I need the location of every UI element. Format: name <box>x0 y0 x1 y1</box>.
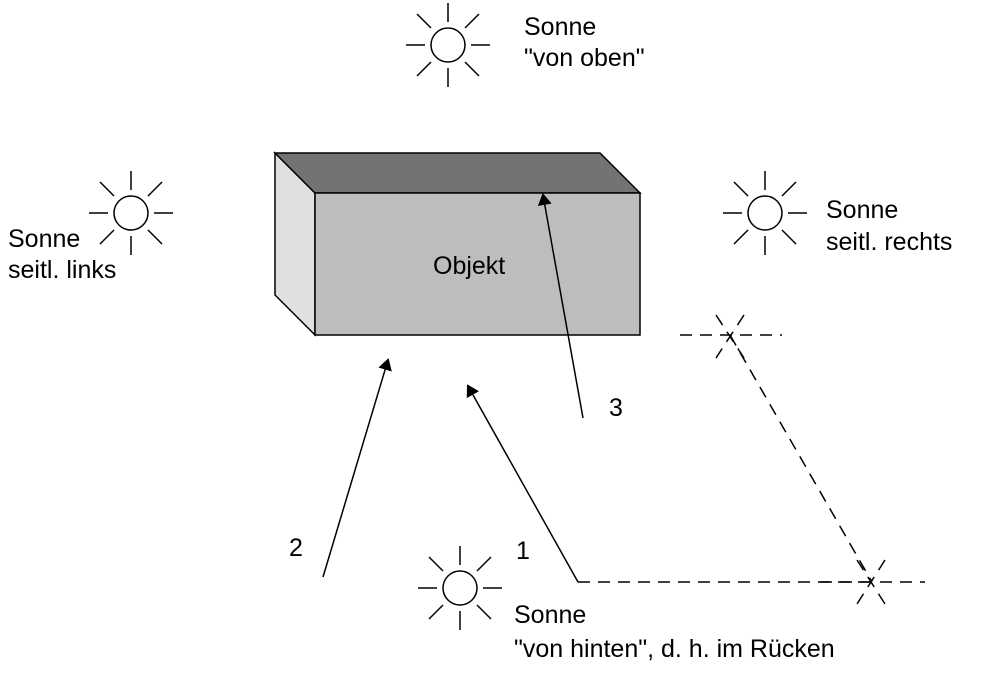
sun-right-label-2: seitl. rechts <box>826 228 953 256</box>
object-label: Objekt <box>433 252 506 280</box>
sun-left-label-2: seitl. links <box>8 256 117 284</box>
sun-top-icon <box>406 3 490 87</box>
arrow-3-label: 3 <box>609 394 623 422</box>
arrow-3 <box>537 193 584 419</box>
arrow-2-label: 2 <box>289 534 303 562</box>
dashed-path-diagonal <box>729 334 873 583</box>
sun-left-icon <box>89 171 173 255</box>
sun-top-label-1: Sonne <box>524 13 597 41</box>
arrow-1-label: 1 <box>516 537 530 565</box>
sun-right-label-1: Sonne <box>826 196 899 224</box>
sun-top-label-2: "von oben" <box>524 44 645 72</box>
dashed-sun-marker-lower <box>820 559 925 605</box>
sun-right-icon <box>723 171 807 255</box>
arrow-1 <box>466 384 579 583</box>
sun-bottom-label-1: Sonne <box>514 601 587 629</box>
sun-bottom-label-2: "von hinten", d. h. im Rücken <box>514 635 835 663</box>
sun-bottom-icon <box>418 546 502 630</box>
object-box <box>273 151 642 337</box>
sun-left-label-1: Sonne <box>8 225 81 253</box>
object-box-top <box>273 152 642 194</box>
object-box-front <box>314 192 641 336</box>
arrow-2 <box>322 358 392 578</box>
